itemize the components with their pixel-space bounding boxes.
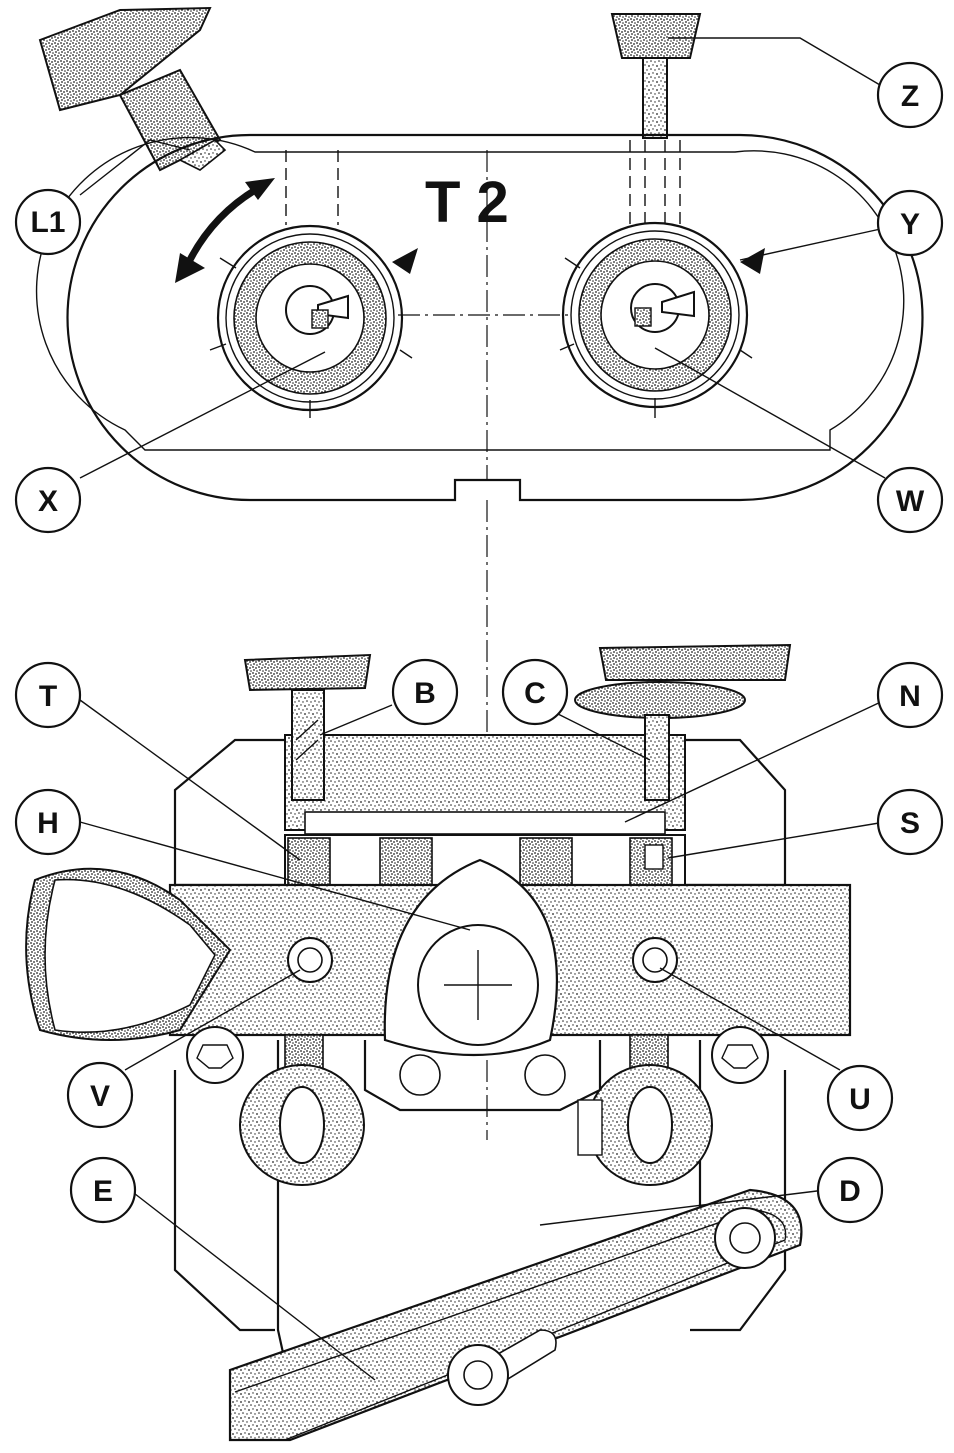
knob-z xyxy=(610,13,702,139)
callout-v: V xyxy=(66,1061,134,1129)
bolt-u xyxy=(632,937,678,983)
callout-u: U xyxy=(826,1064,894,1132)
callout-x-text: X xyxy=(38,485,58,518)
disc-h xyxy=(383,858,558,1057)
callout-u-text: U xyxy=(849,1083,871,1116)
lower-mechanism xyxy=(25,643,852,1442)
dial-x xyxy=(209,224,418,418)
callout-c: C xyxy=(501,658,569,726)
callout-d: D xyxy=(816,1156,884,1224)
callout-z: Z xyxy=(876,61,944,129)
callout-e: E xyxy=(69,1156,137,1224)
callout-z-text: Z xyxy=(901,80,919,113)
arm-d-e xyxy=(228,1188,803,1442)
callout-y: Y xyxy=(876,189,944,257)
callout-s-text: S xyxy=(900,807,920,840)
rotation-arrow-icon xyxy=(175,178,275,283)
callout-e-text: E xyxy=(93,1175,113,1208)
callout-t: T xyxy=(14,661,82,729)
callout-x: X xyxy=(14,466,82,534)
dial-w xyxy=(559,221,765,418)
callout-c-text: C xyxy=(524,677,546,710)
bolt-v xyxy=(287,937,333,983)
callout-h: H xyxy=(14,788,82,856)
callout-b: B xyxy=(391,658,459,726)
lower-bolts xyxy=(186,1026,769,1112)
callout-l1-text: L1 xyxy=(30,206,65,239)
screw-c xyxy=(574,643,792,801)
callout-n: N xyxy=(876,661,944,729)
screw-b xyxy=(243,653,372,801)
callout-n-text: N xyxy=(899,680,921,713)
knob-l1 xyxy=(38,6,227,172)
cutter-blade xyxy=(25,867,232,1041)
callout-y-text: Y xyxy=(900,208,920,241)
callout-w-text: W xyxy=(896,485,925,518)
callout-l1: L1 xyxy=(14,188,82,256)
callout-v-text: V xyxy=(90,1080,110,1113)
t2-head-assembly: T 2 xyxy=(35,6,924,502)
diagram-title: T 2 xyxy=(425,170,509,235)
callout-w: W xyxy=(876,466,944,534)
callout-s: S xyxy=(876,788,944,856)
eyelet-right xyxy=(577,1034,713,1186)
callout-d-text: D xyxy=(839,1175,861,1208)
callout-b-text: B xyxy=(414,677,436,710)
eyelet-left xyxy=(239,1034,365,1186)
callout-h-text: H xyxy=(37,807,59,840)
leader-lines xyxy=(79,37,886,1381)
callout-t-text: T xyxy=(39,680,57,713)
